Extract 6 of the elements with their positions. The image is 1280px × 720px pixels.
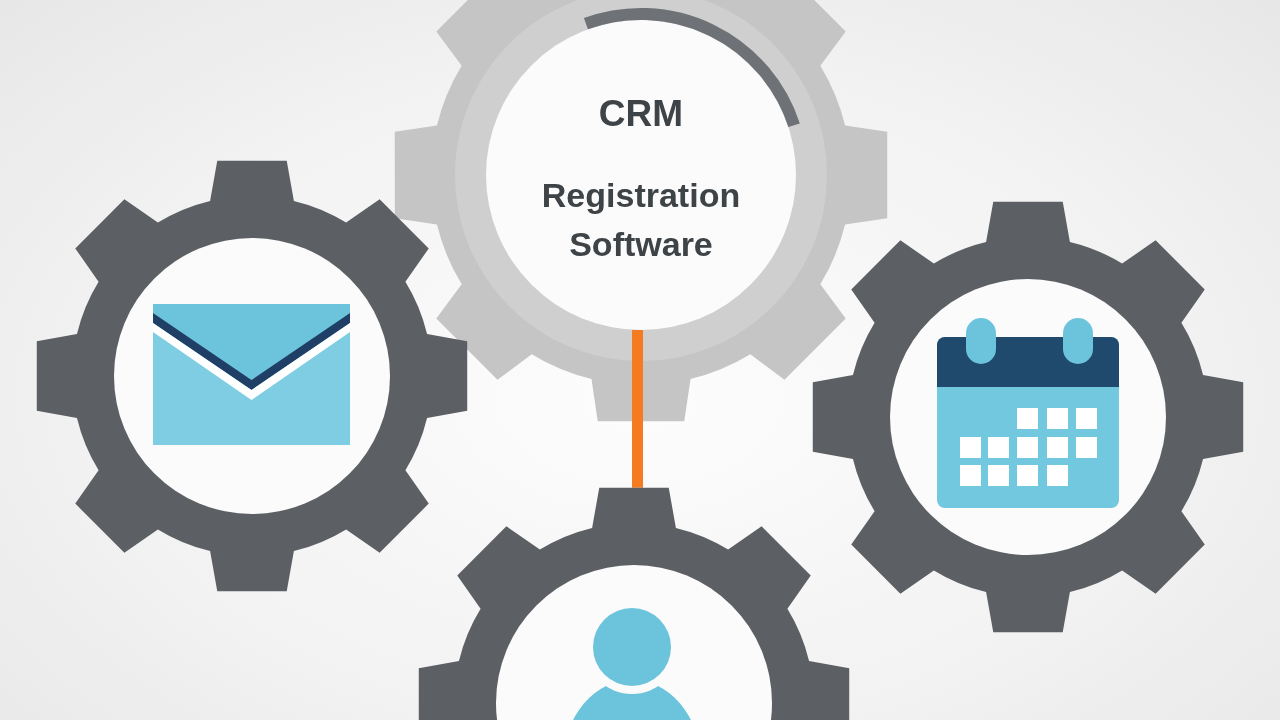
connector-line [632,330,643,488]
gear [416,485,852,720]
gear [34,158,470,594]
node-heading: CRM [598,92,684,136]
gear [810,199,1246,635]
node-text: Registration Software [541,175,741,265]
